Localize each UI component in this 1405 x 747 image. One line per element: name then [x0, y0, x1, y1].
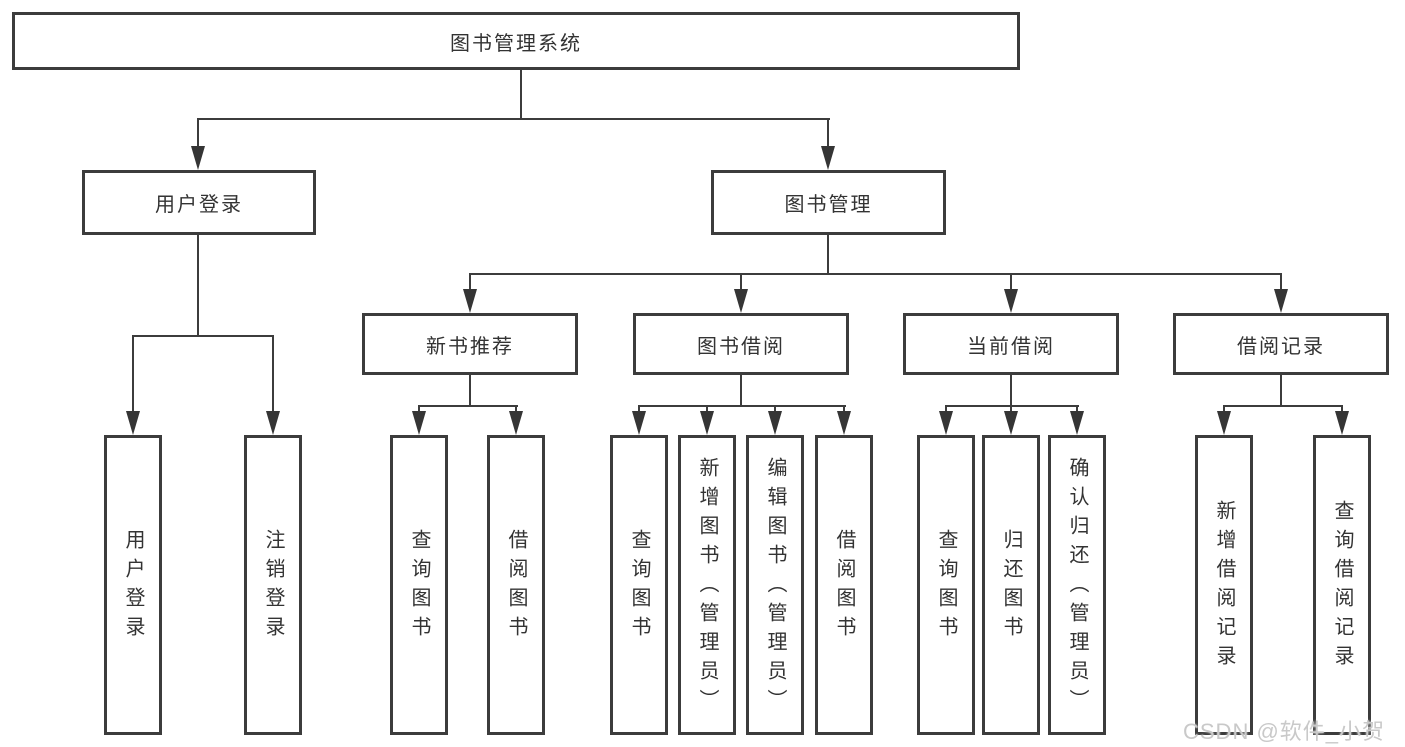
connector-line: [774, 405, 776, 415]
connector-line: [1223, 405, 1225, 415]
connector-line: [945, 405, 947, 415]
connector-line: [1010, 375, 1012, 407]
connector-line: [197, 118, 199, 152]
leaf-edit-books-admin: 编辑图书（管理员）: [746, 435, 804, 735]
connector-line: [638, 405, 846, 407]
leaf-borrow-books: 借阅图书: [815, 435, 873, 735]
connector-line: [132, 335, 134, 415]
leaf-query-books-current: 查询图书: [917, 435, 975, 735]
node-label: 新书推荐: [426, 335, 514, 358]
leaf-add-borrow-record: 新增借阅记录: [1195, 435, 1253, 735]
connector-line: [469, 375, 471, 407]
node-label: 用户登录: [155, 194, 243, 216]
connector-line: [469, 273, 471, 291]
connector-line: [740, 273, 742, 291]
node-label: 图书管理: [784, 194, 873, 216]
connector-line: [198, 118, 830, 120]
arrowhead-down-icon: [509, 411, 523, 435]
connector-line: [945, 405, 1079, 407]
node-label: 借阅记录: [1237, 335, 1325, 358]
arrowhead-down-icon: [939, 411, 953, 435]
connector-line: [1076, 405, 1078, 415]
arrowhead-down-icon: [632, 411, 646, 435]
leaf-logout: 注销登录: [244, 435, 302, 735]
leaf-user-login: 用户登录: [104, 435, 162, 735]
connector-line: [827, 235, 829, 275]
leaf-query-books-borrow: 查询图书: [610, 435, 668, 735]
arrowhead-down-icon: [1217, 411, 1231, 435]
connector-line: [197, 235, 199, 337]
leaf-confirm-return-admin: 确认归还（管理员）: [1048, 435, 1106, 735]
connector-line: [1010, 405, 1012, 415]
connector-line: [740, 375, 742, 407]
leaf-add-books-admin: 新增图书（管理员）: [678, 435, 736, 735]
connector-line: [418, 405, 420, 415]
leaf-query-borrow-record: 查询借阅记录: [1313, 435, 1371, 735]
connector-line: [1280, 375, 1282, 407]
node-library-management-system: 图书管理系统: [12, 12, 1020, 70]
arrowhead-down-icon: [1004, 411, 1018, 435]
arrowhead-down-icon: [1070, 411, 1084, 435]
node-user-login-branch: 用户登录: [82, 170, 316, 235]
arrowhead-down-icon: [463, 289, 477, 313]
connector-line: [1223, 405, 1343, 407]
arrowhead-down-icon: [821, 146, 835, 170]
connector-line: [520, 70, 522, 120]
connector-line: [706, 405, 708, 415]
connector-line: [418, 405, 518, 407]
node-new-book-recommend: 新书推荐: [362, 313, 578, 375]
connector-line: [272, 335, 274, 415]
node-current-borrowing: 当前借阅: [903, 313, 1119, 375]
node-book-borrowing: 图书借阅: [633, 313, 849, 375]
arrowhead-down-icon: [266, 411, 280, 435]
node-label: 当前借阅: [967, 335, 1055, 358]
arrowhead-down-icon: [1274, 289, 1288, 313]
connector-line: [132, 335, 274, 337]
arrowhead-down-icon: [1335, 411, 1349, 435]
node-label: 图书管理系统: [450, 32, 582, 55]
arrowhead-down-icon: [837, 411, 851, 435]
node-borrowing-records: 借阅记录: [1173, 313, 1389, 375]
arrowhead-down-icon: [700, 411, 714, 435]
arrowhead-down-icon: [412, 411, 426, 435]
node-book-management-branch: 图书管理: [711, 170, 946, 235]
connector-line: [469, 273, 1282, 275]
node-label: 图书借阅: [697, 335, 785, 358]
arrowhead-down-icon: [768, 411, 782, 435]
connector-line: [638, 405, 640, 415]
leaf-query-books-newrec: 查询图书: [390, 435, 448, 735]
arrowhead-down-icon: [734, 289, 748, 313]
connector-line: [1341, 405, 1343, 415]
arrowhead-down-icon: [1004, 289, 1018, 313]
connector-line: [843, 405, 845, 415]
connector-line: [1280, 273, 1282, 291]
connector-line: [1010, 273, 1012, 291]
connector-line: [515, 405, 517, 415]
connector-line: [827, 118, 829, 152]
csdn-watermark: CSDN @软件_小贺同学: [1183, 719, 1386, 744]
leaf-borrow-books-newrec: 借阅图书: [487, 435, 545, 735]
arrowhead-down-icon: [126, 411, 140, 435]
leaf-return-books: 归还图书: [982, 435, 1040, 735]
arrowhead-down-icon: [191, 146, 205, 170]
